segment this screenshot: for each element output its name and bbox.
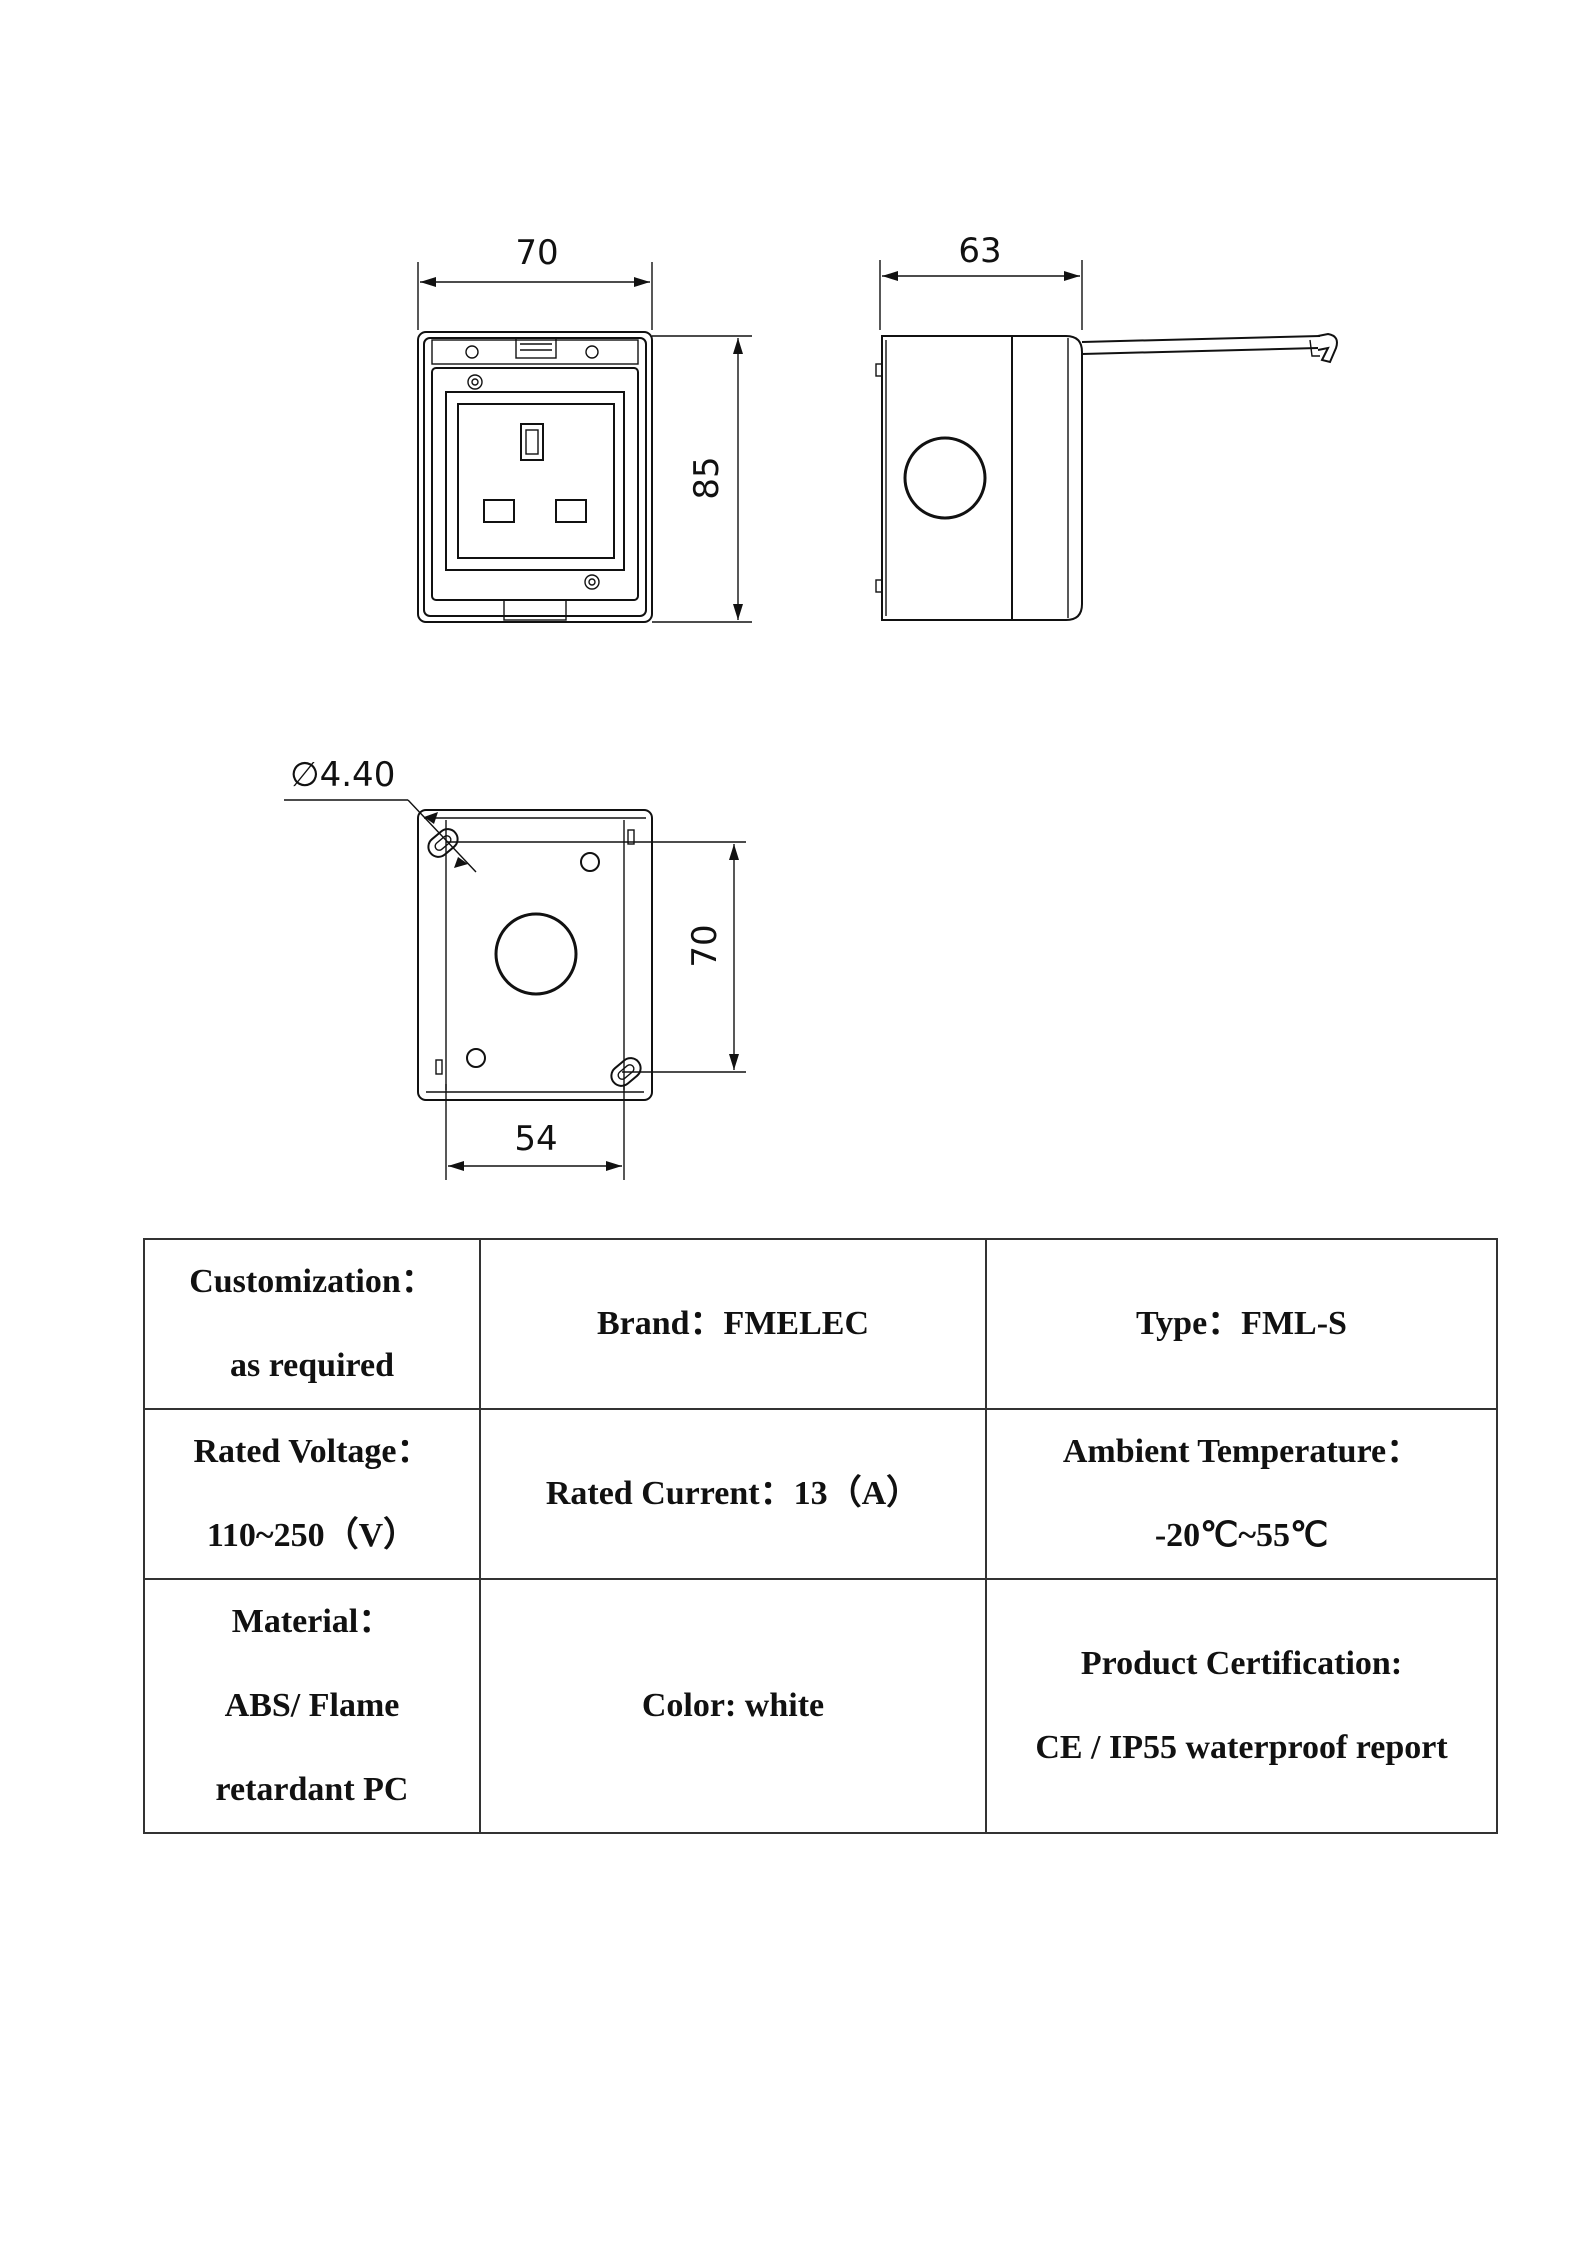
spec-line: retardant PC xyxy=(215,1771,409,1808)
technical-drawing: 70 85 xyxy=(284,231,1338,1180)
spec-line: Customization： xyxy=(189,1263,435,1300)
spec-line: Type：FML-S xyxy=(1136,1305,1347,1342)
spec-line: Color: white xyxy=(641,1687,825,1724)
front-width-label: 70 xyxy=(515,233,558,273)
spec-row: Material： ABS/ Flame retardant PC Color:… xyxy=(143,1578,1498,1834)
spec-line: as required xyxy=(229,1347,395,1384)
specification-table: Customization： as required Brand：FMELEC … xyxy=(143,1238,1498,1834)
spec-row: Rated Voltage： 110~250（V） Rated Current：… xyxy=(143,1408,1498,1580)
spec-line: Product Certification: xyxy=(1080,1645,1403,1682)
hole-diameter-label: ∅4.40 xyxy=(290,755,395,795)
spec-line: Rated Current：13（A） xyxy=(545,1475,921,1512)
spec-line: ABS/ Flame xyxy=(224,1687,400,1724)
back-horizontal-label: 54 xyxy=(514,1119,557,1159)
spec-line: Rated Voltage： xyxy=(193,1433,431,1470)
spec-line: CE / IP55 waterproof report xyxy=(1035,1729,1448,1766)
spec-cell-certification: Product Certification: CE / IP55 waterpr… xyxy=(985,1578,1498,1834)
spec-line: 110~250（V） xyxy=(206,1517,418,1554)
front-view: 70 85 xyxy=(417,233,752,623)
spec-cell-brand: Brand：FMELEC xyxy=(479,1238,987,1410)
back-vertical-label: 70 xyxy=(685,924,725,967)
spec-cell-ambient-temperature: Ambient Temperature： -20℃~55℃ xyxy=(985,1408,1498,1580)
front-height-label: 85 xyxy=(687,456,727,499)
spec-row: Customization： as required Brand：FMELEC … xyxy=(143,1238,1498,1410)
spec-line: -20℃~55℃ xyxy=(1154,1517,1329,1554)
spec-cell-color: Color: white xyxy=(479,1578,987,1834)
spec-line: Material： xyxy=(231,1603,393,1640)
spec-line: Brand：FMELEC xyxy=(596,1305,870,1342)
spec-cell-rated-current: Rated Current：13（A） xyxy=(479,1408,987,1580)
back-view: ∅4.40 70 54 xyxy=(284,755,746,1180)
spec-cell-customization: Customization： as required xyxy=(143,1238,481,1410)
side-depth-label: 63 xyxy=(958,231,1001,271)
spec-line: Ambient Temperature： xyxy=(1062,1433,1421,1470)
side-view: 63 xyxy=(875,231,1338,621)
spec-cell-material: Material： ABS/ Flame retardant PC xyxy=(143,1578,481,1834)
spec-cell-rated-voltage: Rated Voltage： 110~250（V） xyxy=(143,1408,481,1580)
spec-cell-type: Type：FML-S xyxy=(985,1238,1498,1410)
